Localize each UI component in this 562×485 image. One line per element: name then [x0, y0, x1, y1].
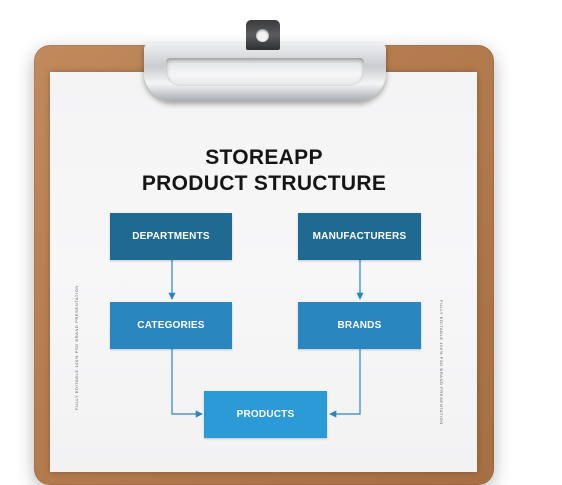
node-brands: BRANDS — [298, 302, 421, 349]
node-manufacturers: MANUFACTURERS — [298, 213, 421, 260]
side-text-right: FULLY EDITABLE 100% PSD BRAND PRESENTATI… — [439, 300, 444, 425]
clip-window — [166, 58, 364, 86]
clip-hole — [256, 29, 269, 42]
connector-lines — [168, 260, 364, 418]
edge-brands-products — [329, 349, 361, 418]
node-departments: DEPARTMENTS — [110, 213, 232, 260]
edge-categories-products — [171, 349, 203, 418]
node-categories: CATEGORIES — [110, 302, 232, 349]
side-text-left: FULLY EDITABLE 100% PSD BRAND PRESENTATI… — [74, 285, 79, 410]
diagram-title-line1: STOREAPP — [205, 146, 323, 169]
node-products: PRODUCTS — [204, 391, 327, 438]
diagram-title-line2: PRODUCT STRUCTURE — [141, 172, 387, 195]
